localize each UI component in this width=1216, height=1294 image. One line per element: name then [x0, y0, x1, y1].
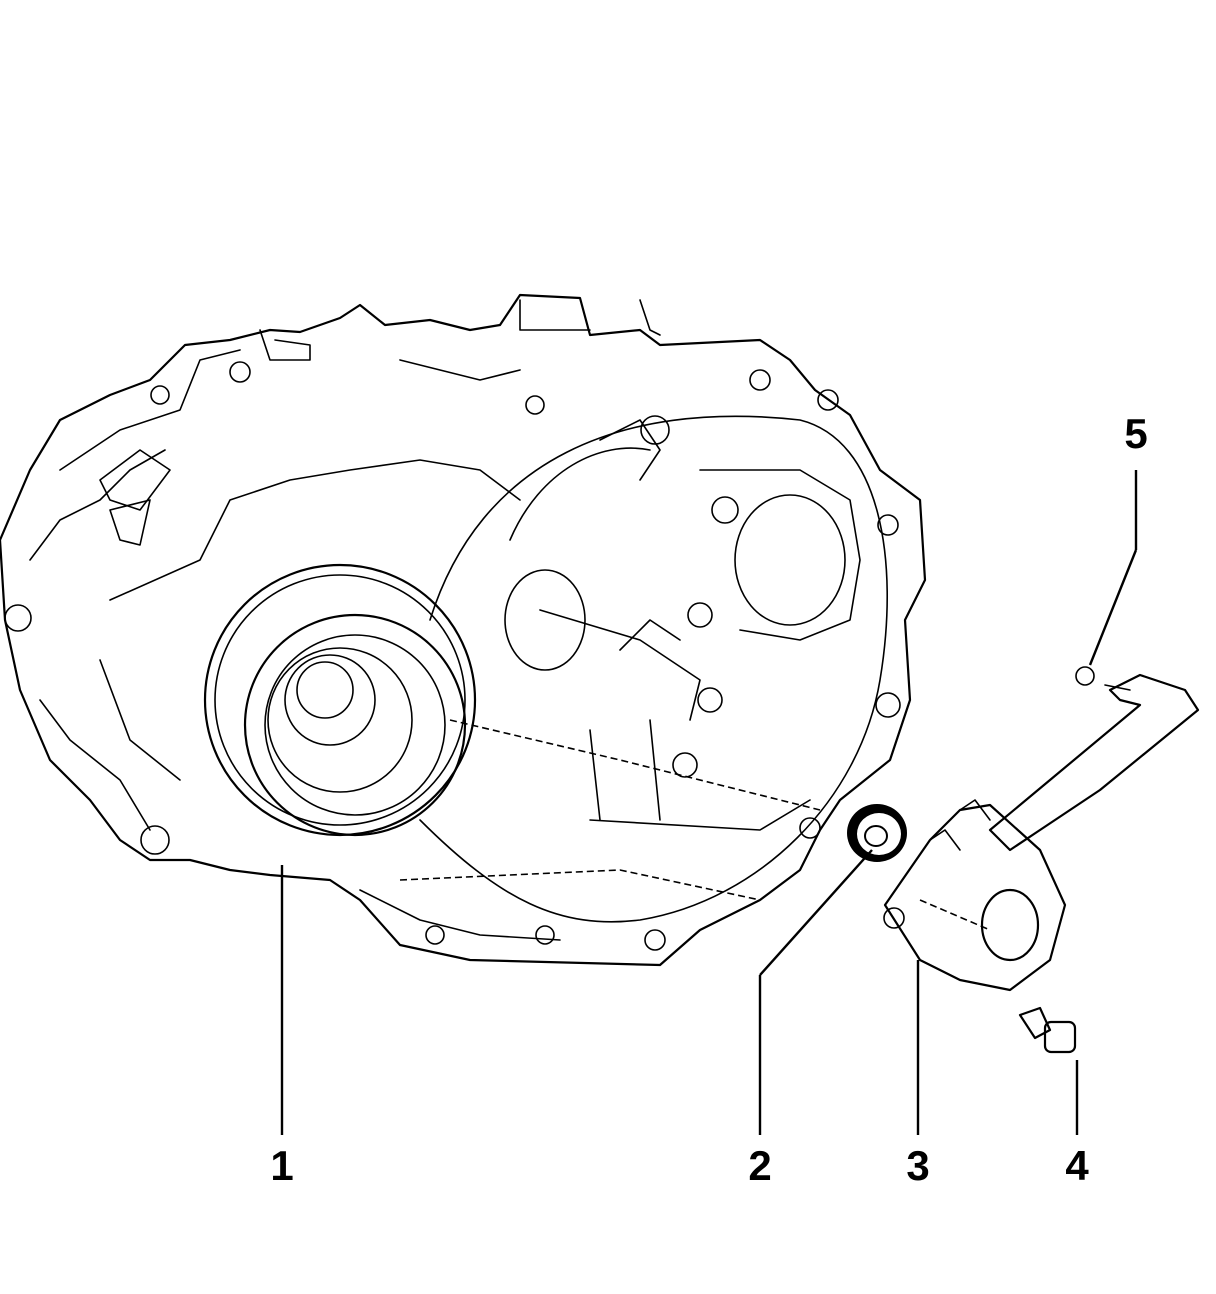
release-lever [988, 666, 1200, 852]
callout-3: 3 [906, 1142, 929, 1189]
leader-lines [280, 470, 1138, 1135]
callout-5: 5 [1124, 410, 1147, 457]
release-bearing [883, 799, 1067, 992]
seal-ring [847, 804, 907, 862]
callout-4: 4 [1065, 1142, 1089, 1189]
bolt [1018, 1006, 1077, 1054]
leader-line-2 [759, 849, 873, 976]
transmission-housing [0, 293, 927, 967]
callout-1: 1 [270, 1142, 293, 1189]
callout-labels: 1 2 3 4 5 [270, 410, 1147, 1189]
leader-line-5 [1088, 549, 1138, 666]
callout-2: 2 [748, 1142, 771, 1189]
